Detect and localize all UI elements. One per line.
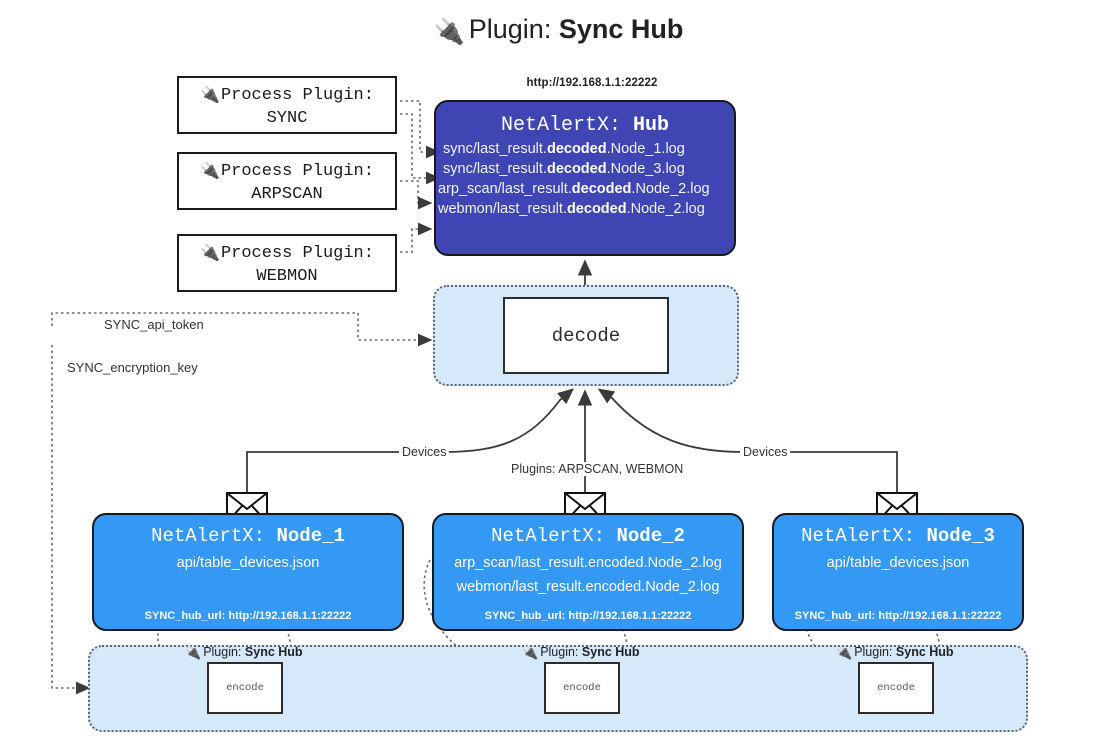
decode-box[interactable]: decode bbox=[503, 297, 669, 374]
hub-log-line: sync/last_result.decoded.Node_1.log bbox=[443, 141, 685, 157]
node-card-node-2[interactable]: NetAlertX: Node_2 arp_scan/last_result.e… bbox=[432, 513, 744, 631]
plug-icon: 🔌 bbox=[836, 645, 853, 660]
edge-label-devices-left: Devices bbox=[399, 445, 450, 459]
hub-title-name: Hub bbox=[633, 114, 670, 137]
encode-box-node-1[interactable]: encode bbox=[207, 662, 283, 714]
process-plugin-label: Process Plugin: bbox=[220, 86, 374, 105]
hub-title-prefix: NetAlertX: bbox=[500, 114, 621, 137]
node-title: NetAlertX: Node_3 bbox=[801, 525, 995, 547]
plug-icon: 🔌 bbox=[200, 87, 220, 104]
plug-icon: 🔌 bbox=[200, 245, 220, 262]
plugin-label-node-1: 🔌Plugin: Sync Hub bbox=[185, 645, 303, 660]
process-plugin-name: ARPSCAN bbox=[251, 184, 323, 204]
node-line: webmon/last_result.encoded.Node_2.log bbox=[456, 579, 720, 595]
node-hub-url: SYNC_hub_url: http://192.168.1.1:22222 bbox=[794, 610, 1002, 622]
plugin-label-node-3: 🔌Plugin: Sync Hub bbox=[836, 645, 954, 660]
plug-icon: 🔌 bbox=[185, 645, 202, 660]
title-prefix: Plugin: bbox=[468, 14, 552, 44]
process-plugin-label: Process Plugin: bbox=[220, 162, 374, 181]
title-name: Sync Hub bbox=[558, 14, 684, 44]
hub-url-label: http://192.168.1.1:22222 bbox=[526, 77, 658, 89]
encode-box-node-2[interactable]: encode bbox=[544, 662, 620, 714]
node-line: api/table_devices.json bbox=[176, 555, 320, 571]
node-hub-url: SYNC_hub_url: http://192.168.1.1:22222 bbox=[484, 610, 692, 622]
plug-icon: 🔌 bbox=[522, 645, 539, 660]
node-hub-url: SYNC_hub_url: http://192.168.1.1:22222 bbox=[144, 610, 352, 622]
hub-log-line: arp_scan/last_result.decoded.Node_2.log bbox=[438, 181, 710, 197]
plugin-label-node-2: 🔌Plugin: Sync Hub bbox=[522, 645, 640, 660]
edge-label-devices-right: Devices bbox=[740, 445, 791, 459]
sync-api-token-label: SYNC_api_token bbox=[101, 317, 207, 332]
plug-icon: 🔌 bbox=[200, 163, 220, 180]
node-title: NetAlertX: Node_1 bbox=[151, 525, 345, 547]
hub-log-line: sync/last_result.decoded.Node_3.log bbox=[443, 161, 685, 177]
hub-log-line: webmon/last_result.decoded.Node_2.log bbox=[438, 201, 705, 217]
process-plugin-box-arpscan[interactable]: 🔌Process Plugin: ARPSCAN bbox=[177, 152, 397, 210]
sync-encryption-key-label: SYNC_encryption_key bbox=[64, 360, 201, 375]
node-card-node-1[interactable]: NetAlertX: Node_1 api/table_devices.json… bbox=[92, 513, 404, 631]
process-plugin-box-sync[interactable]: 🔌Process Plugin: SYNC bbox=[177, 76, 397, 134]
process-plugin-name: WEBMON bbox=[256, 266, 318, 286]
process-plugin-box-webmon[interactable]: 🔌Process Plugin: WEBMON bbox=[177, 234, 397, 292]
hub-title: NetAlertX: Hub bbox=[436, 114, 734, 137]
plug-icon: 🔌 bbox=[433, 18, 465, 46]
encode-box-node-3[interactable]: encode bbox=[858, 662, 934, 714]
node-card-node-3[interactable]: NetAlertX: Node_3 api/table_devices.json… bbox=[772, 513, 1024, 631]
node-line: api/table_devices.json bbox=[826, 555, 970, 571]
node-title: NetAlertX: Node_2 bbox=[491, 525, 685, 547]
node-line: arp_scan/last_result.encoded.Node_2.log bbox=[454, 555, 722, 571]
process-plugin-name: SYNC bbox=[266, 108, 308, 128]
page-title: 🔌Plugin: Sync Hub bbox=[0, 14, 1117, 47]
process-plugin-label: Process Plugin: bbox=[220, 244, 374, 263]
edge-label-plugins-center: Plugins: ARPSCAN, WEBMON bbox=[508, 462, 687, 476]
hub-card[interactable]: NetAlertX: Hub sync/last_result.decoded.… bbox=[434, 100, 736, 256]
